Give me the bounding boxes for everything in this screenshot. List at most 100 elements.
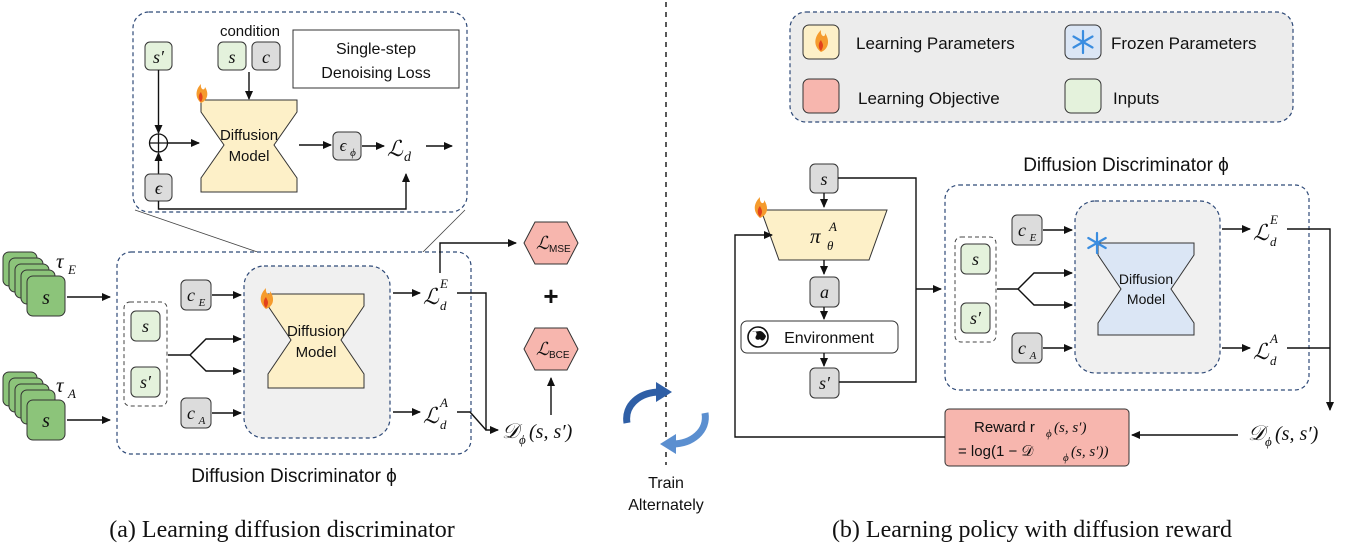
b-discriminator-label: Diffusion Discriminator ϕ [1023, 155, 1229, 176]
svg-text:Frozen Parameters: Frozen Parameters [1111, 34, 1257, 53]
svg-text:Model: Model [296, 344, 337, 361]
svg-text:= log(1 − 𝒟: = log(1 − 𝒟 [958, 443, 1033, 460]
svg-text:s′: s′ [153, 47, 165, 67]
svg-text:Diffusion: Diffusion [220, 127, 278, 144]
svg-text:c: c [187, 285, 195, 305]
svg-text:d: d [1270, 234, 1277, 249]
svg-text:ϕ: ϕ [1046, 428, 1052, 440]
svg-text:Reward r: Reward r [974, 419, 1035, 436]
svg-text:(s, s′): (s, s′) [1275, 423, 1319, 445]
a-flame-icon [260, 288, 274, 309]
svg-text:ℒ: ℒ [387, 136, 404, 161]
b-a-box: a [809, 276, 840, 308]
svg-text:π: π [810, 224, 821, 248]
svg-text:(s, s′): (s, s′) [1054, 420, 1086, 436]
oplus-icon [148, 133, 169, 153]
caption-b: (b) Learning policy with diffusion rewar… [832, 517, 1232, 543]
legend-learning-parameters: Learning Parameters [802, 24, 1015, 60]
svg-text:s: s [228, 47, 235, 67]
svg-text:τ: τ [56, 373, 65, 397]
legend-box: Learning Parameters Frozen Parameters Le… [789, 11, 1294, 123]
legend-learning-objective: Learning Objective [802, 78, 1000, 114]
discriminator-block-a: s s′ c E c A Diffusion Model [116, 251, 472, 455]
a-diffusion-model: Diffusion Model [267, 293, 365, 389]
legend-frozen-parameters: Frozen Parameters [1064, 24, 1257, 60]
svg-text:ℒ: ℒ [1253, 339, 1270, 364]
zoom-inset: condition s′ s c Single-step Denoising L… [132, 11, 468, 288]
zoom-c-box: c [251, 41, 281, 71]
b-snowflake-icon [1087, 231, 1107, 255]
rotate-arrows-icon [623, 382, 709, 454]
svg-text:Model: Model [229, 148, 270, 165]
b-c-e-box: c E [1011, 214, 1043, 246]
svg-text:Environment: Environment [784, 330, 874, 347]
svg-text:E: E [439, 276, 448, 291]
policy-flame-icon [754, 197, 768, 218]
svg-text:d: d [440, 298, 447, 313]
svg-text:E: E [67, 262, 76, 277]
b-diffusion-model: Diffusion Model [1097, 242, 1195, 336]
tau-a-label: τ A [56, 373, 76, 401]
b-ld-e: ℒ E d [1253, 212, 1278, 249]
svg-text:s: s [42, 287, 50, 309]
svg-text:τ: τ [56, 249, 65, 273]
svg-text:ℒ: ℒ [536, 233, 550, 253]
svg-text:θ: θ [827, 238, 834, 253]
single-step-denoising-loss-box: Single-step Denoising Loss [292, 29, 460, 89]
svg-text:c: c [262, 47, 270, 67]
svg-text:ϵ: ϵ [340, 136, 348, 155]
zoom-condition-label: condition [220, 23, 280, 40]
svg-text:a: a [820, 282, 829, 302]
svg-text:d: d [404, 150, 412, 165]
svg-text:s′: s′ [819, 373, 831, 393]
svg-text:ϵ: ϵ [155, 178, 163, 198]
environment-box: Environment [740, 320, 899, 354]
discriminator-block-b: s s′ c E c A Diffusion Model [944, 184, 1310, 391]
svg-text:𝒟: 𝒟 [1248, 421, 1269, 445]
a-s-box: s [130, 310, 161, 342]
zoom-diffusion-model: Diffusion Model [200, 99, 298, 193]
b-input-s-box: s [960, 243, 991, 275]
svg-text:A: A [828, 219, 837, 234]
svg-text:d: d [1270, 353, 1277, 368]
a-d-phi: 𝒟 ϕ (s, s′) [502, 419, 573, 447]
l-mse-objective: ℒ MSE [523, 221, 579, 265]
svg-text:A: A [67, 386, 76, 401]
b-s-prime-box: s′ [809, 367, 840, 399]
svg-text:Diffusion: Diffusion [1119, 271, 1173, 287]
agent-trajectory-stack: s [2, 371, 66, 441]
svg-text:s: s [820, 169, 827, 189]
svg-text:s: s [42, 410, 50, 432]
train-label: Train [648, 475, 684, 492]
globe-icon [747, 326, 769, 348]
svg-text:MSE: MSE [549, 244, 571, 255]
svg-text:Denoising Loss: Denoising Loss [321, 65, 430, 82]
policy-network: π A θ [760, 209, 888, 261]
svg-text:s′: s′ [140, 372, 152, 392]
svg-text:ϕ: ϕ [350, 147, 356, 159]
svg-text:(s, s′): (s, s′) [529, 421, 573, 443]
svg-text:ℒ: ℒ [423, 403, 440, 428]
svg-text:ℒ: ℒ [423, 284, 440, 309]
legend-inputs: Inputs [1064, 78, 1159, 114]
svg-text:ℒ: ℒ [536, 339, 550, 359]
zoom-denoising-loss-symbol: ℒ d [387, 136, 412, 165]
svg-text:Diffusion: Diffusion [287, 323, 345, 340]
svg-text:E: E [1269, 212, 1278, 227]
svg-text:E: E [1029, 232, 1037, 244]
zoom-eps-phi-box: ϵ ϕ [332, 131, 362, 161]
svg-text:E: E [198, 297, 206, 309]
b-c-a-box: c A [1011, 332, 1043, 364]
zoom-epsilon-box: ϵ [144, 173, 173, 202]
svg-text:c: c [187, 403, 195, 423]
svg-text:ϕ: ϕ [519, 432, 526, 447]
svg-text:s: s [142, 316, 149, 336]
svg-text:ϕ: ϕ [1265, 434, 1272, 449]
tau-e-label: τ E [56, 249, 76, 277]
plus-sign: + [543, 281, 558, 311]
svg-text:Model: Model [1127, 291, 1165, 307]
a-ld-e: ℒ E d [423, 276, 448, 313]
svg-text:A: A [198, 415, 206, 427]
svg-text:d: d [440, 417, 447, 432]
